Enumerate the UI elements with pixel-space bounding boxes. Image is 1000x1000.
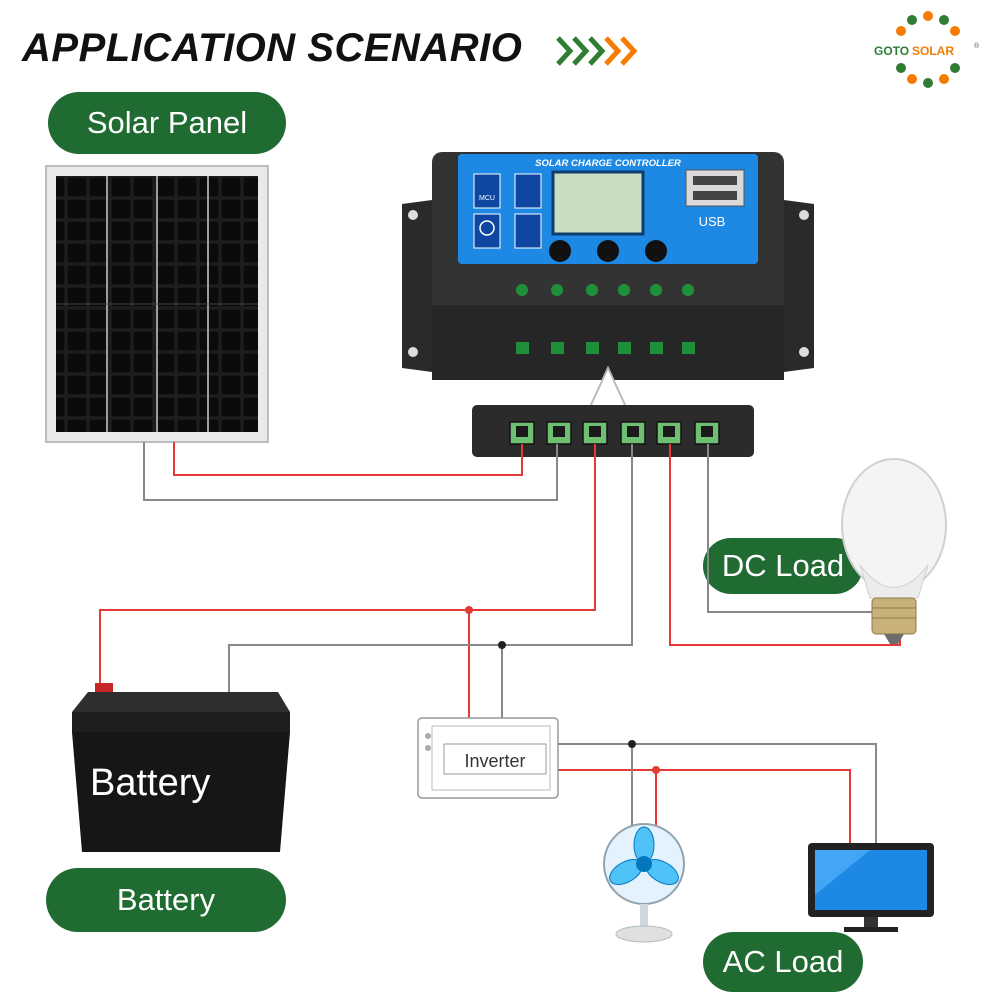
chevron-arrows-icon xyxy=(556,36,638,66)
solar-panel-icon xyxy=(45,165,269,443)
page-title: APPLICATION SCENARIO xyxy=(22,26,523,70)
logo-trademark: ® xyxy=(974,42,980,50)
label-solar-panel: Solar Panel xyxy=(48,92,286,154)
inverter-text: Inverter xyxy=(464,751,525,771)
battery-icon: Battery xyxy=(72,683,290,852)
charge-controller-icon: SOLAR CHARGE CONTROLLER MCU USB xyxy=(402,152,814,380)
logo-text-solar: SOLAR xyxy=(912,44,954,58)
brand-logo: GOTO SOLAR ® xyxy=(874,11,980,88)
fan-icon xyxy=(603,823,685,943)
monitor-icon xyxy=(808,843,934,932)
logo-text-goto: GOTO xyxy=(874,44,909,58)
label-battery: Battery xyxy=(46,868,286,932)
battery-body-text: Battery xyxy=(90,762,210,804)
label-dc-load: DC Load xyxy=(703,538,863,594)
controller-mcu-label: MCU xyxy=(479,195,495,202)
controller-usb-label: USB xyxy=(699,214,726,229)
wire-junctions xyxy=(465,606,660,774)
light-bulb-icon xyxy=(841,458,947,644)
logo-dots-icon xyxy=(896,11,960,88)
inverter-icon: Inverter xyxy=(417,717,559,799)
wires xyxy=(99,442,901,860)
label-ac-load: AC Load xyxy=(703,932,863,992)
terminal-block-icon xyxy=(472,405,754,457)
controller-title: SOLAR CHARGE CONTROLLER xyxy=(535,158,681,169)
